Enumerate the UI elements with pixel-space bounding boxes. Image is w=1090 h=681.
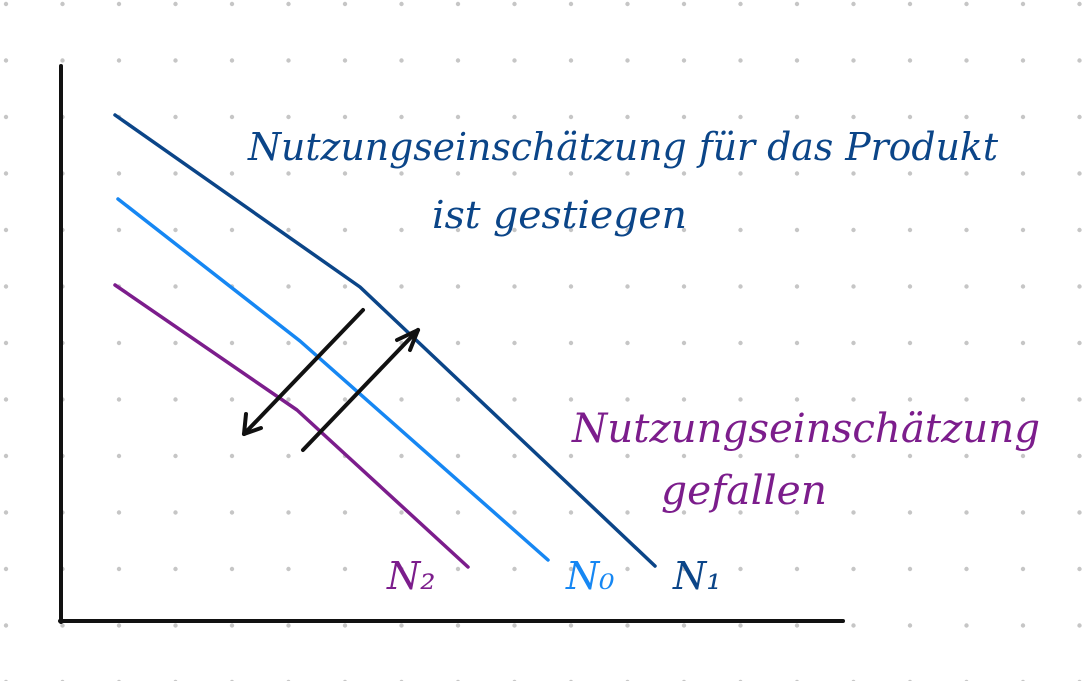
shift-arrows <box>242 308 420 452</box>
label-n0: N₀ <box>565 554 614 598</box>
increase-annotation-line2: ist gestiegen <box>432 193 687 237</box>
curves <box>113 113 657 569</box>
double-headed-arrow-icon <box>301 328 420 452</box>
curve-n0 <box>116 197 550 562</box>
double-headed-arrow-icon <box>242 308 365 436</box>
decrease-annotation-line1: Nutzungseinschätzung <box>571 406 1040 452</box>
curve-n2 <box>113 283 470 569</box>
curve-n1 <box>113 113 657 568</box>
axes <box>58 64 845 624</box>
label-n1: N₁ <box>672 554 721 598</box>
increase-annotation-line1: Nutzungseinschätzung für das Produkt <box>247 125 999 169</box>
label-n2: N₂ <box>386 554 435 598</box>
decrease-annotation-line2: gefallen <box>661 468 827 514</box>
